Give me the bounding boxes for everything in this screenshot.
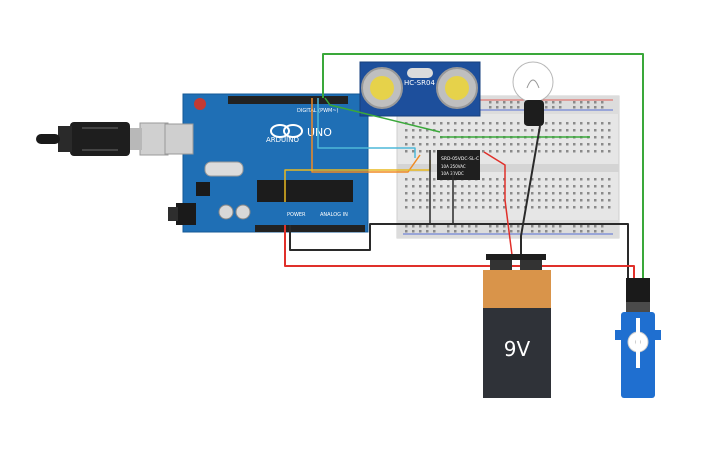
relay-label: SRD-05VDC-SL-C [441, 156, 479, 162]
breadboard-holes [405, 101, 611, 233]
battery-label: 9V [504, 337, 531, 361]
arduino-logo-icon [270, 124, 290, 138]
battery-9v: 9V [483, 254, 551, 398]
bulb-icon [512, 61, 554, 126]
arduino-brand: ARDUINO [266, 136, 299, 144]
power-header-label: POWER [287, 212, 306, 218]
wires [284, 53, 644, 305]
reset-button [194, 98, 206, 110]
analog-header-label: ANALOG IN [320, 212, 348, 218]
ultrasonic-sensor: HC-SR04 [359, 61, 481, 117]
relay-line1: 10A 250VAC [441, 164, 466, 169]
ultrasonic-label: HC-SR04 [404, 79, 435, 87]
servo-motor [615, 278, 661, 398]
relay: SRD-05VDC-SL-C 10A 250VAC 10A 30VDC [437, 150, 480, 180]
usb-cable [36, 122, 169, 156]
arduino-uno: ARDUINO UNO DIGITAL (PWM~) POWER ANALOG … [164, 93, 369, 233]
arduino-model: UNO [307, 126, 332, 139]
